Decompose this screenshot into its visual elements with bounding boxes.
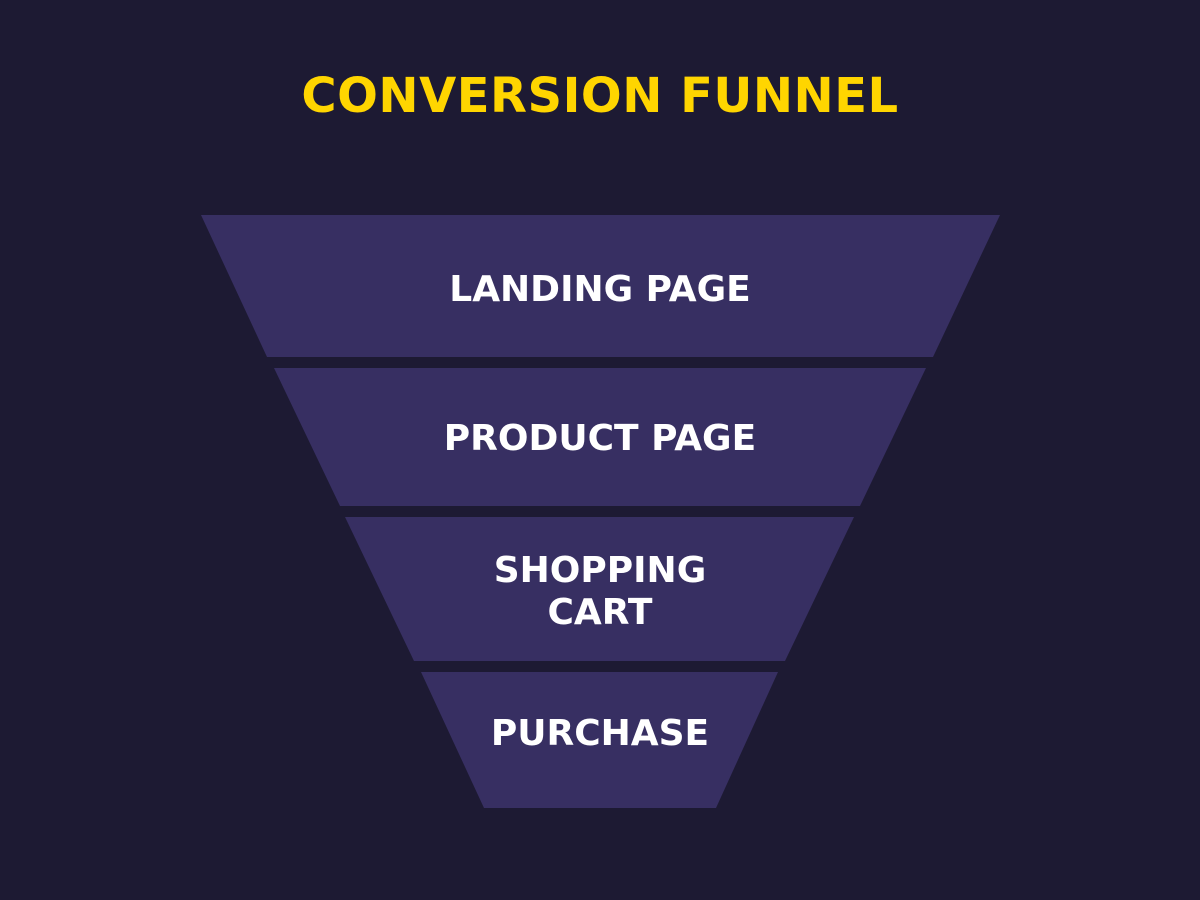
funnel-stage-purchase: PURCHASE <box>421 672 778 808</box>
funnel-stage-label: PRODUCT PAGE <box>444 418 756 459</box>
funnel-stage-shape <box>274 368 926 506</box>
funnel-stage-landing-page: LANDING PAGE <box>201 215 1000 357</box>
funnel-stage-shape <box>201 215 1000 357</box>
funnel-stage-label: CART <box>548 592 653 633</box>
funnel-stage-product-page: PRODUCT PAGE <box>274 368 926 506</box>
funnel-stage-label: PURCHASE <box>491 713 709 754</box>
page-title: CONVERSION FUNNEL <box>301 68 899 124</box>
funnel-stage-shape <box>421 672 778 808</box>
funnel-stage-shopping-cart: SHOPPING CART <box>345 517 854 661</box>
funnel-stage-shape <box>345 517 854 661</box>
funnel-stage-label: SHOPPING <box>494 550 707 591</box>
funnel-stage-label: LANDING PAGE <box>449 269 751 310</box>
